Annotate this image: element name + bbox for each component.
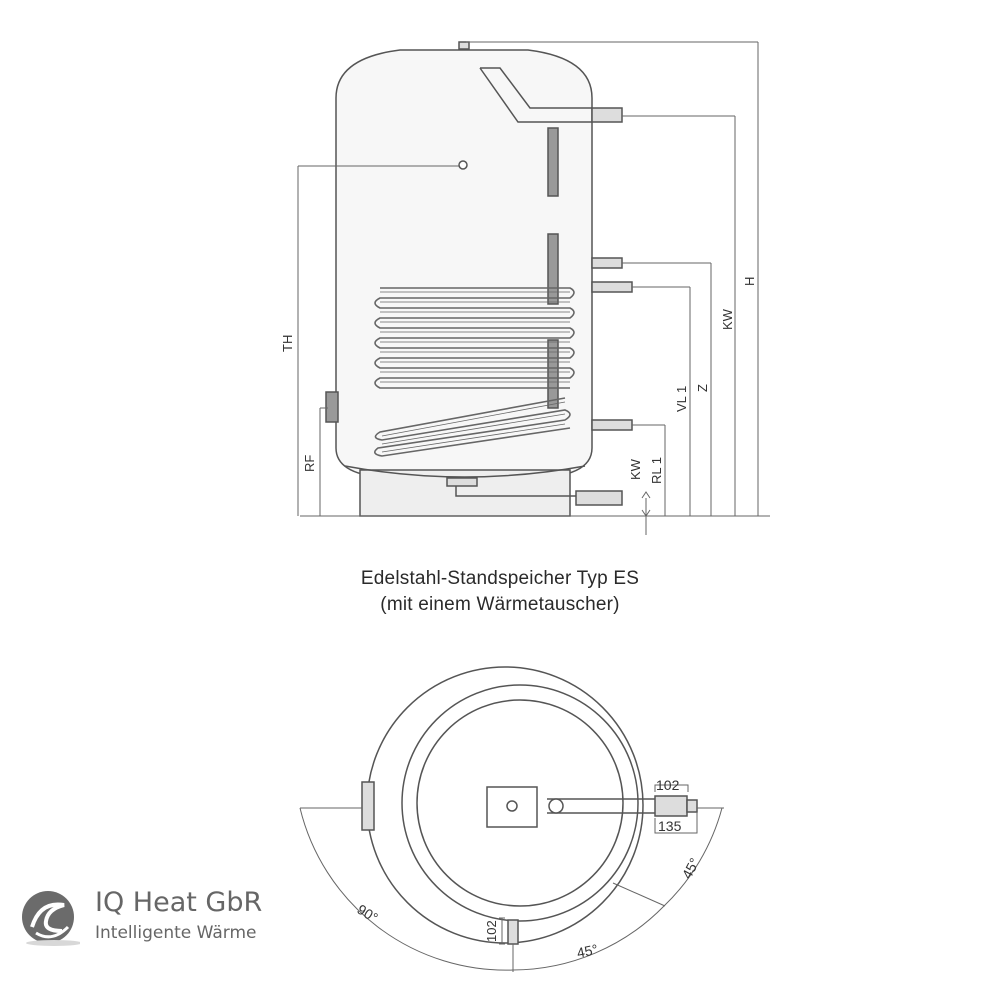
label-102-right: 102	[656, 777, 680, 793]
side-connection-end	[686, 799, 698, 813]
flow-connection	[591, 281, 633, 293]
arc-45-right	[663, 807, 723, 907]
label-KW-bottom: KW	[628, 458, 643, 480]
tank-circle	[416, 699, 624, 907]
tank-bottom-curve	[344, 465, 586, 478]
label-RF: RF	[302, 455, 317, 472]
side-view	[325, 41, 633, 517]
top-view-dimensions	[299, 784, 724, 972]
return-connection	[591, 419, 633, 431]
circulation-connection	[591, 257, 623, 269]
label-TH: TH	[280, 335, 295, 352]
drain-pipe	[455, 486, 620, 497]
top-nipple	[458, 41, 470, 50]
dimension-lines	[297, 41, 770, 535]
dimension-labels: TH RF KW RL 1 VL 1 Z KW H	[280, 277, 757, 484]
label-Z: Z	[695, 384, 710, 392]
side-connection	[654, 795, 688, 817]
hot-water-pipe-inner	[479, 67, 592, 123]
heat-exchanger-coil	[374, 287, 575, 457]
label-H: H	[742, 277, 757, 286]
sensor-well-1	[547, 127, 559, 197]
inner-circle	[401, 684, 639, 922]
label-RL1: RL 1	[649, 457, 664, 484]
flange-square	[486, 786, 538, 828]
label-KW-top: KW	[720, 308, 735, 330]
arc-90	[299, 807, 514, 971]
bottom-connection	[507, 919, 519, 945]
side-flange	[361, 781, 375, 831]
label-45deg-bottom: 45°	[575, 941, 599, 961]
sensor-well-3	[547, 339, 559, 409]
cold-water-connection	[575, 490, 623, 506]
flange-hole	[506, 800, 518, 812]
drawing-subtitle: (mit einem Wärmetauscher)	[380, 594, 620, 615]
company-logo: IQ Heat GbR Intelligente Wärme	[18, 885, 278, 955]
top-pipe	[547, 798, 655, 814]
swirl-logo-icon	[22, 891, 80, 946]
sensor-port	[458, 160, 468, 170]
ray-45	[612, 882, 666, 907]
label-VL1: VL 1	[674, 386, 689, 412]
label-135: 135	[658, 818, 682, 834]
sensor-well-2	[547, 233, 559, 305]
arc-45-bottom	[512, 905, 665, 971]
top-view	[361, 666, 698, 945]
flange	[325, 391, 339, 423]
label-102-bottom: 102	[484, 920, 499, 942]
hot-water-pipe	[480, 67, 592, 109]
label-45deg-right: 45°	[679, 855, 703, 881]
company-name: IQ Heat GbR	[95, 887, 263, 918]
pipe-end	[548, 798, 564, 814]
drawing-title: Edelstahl-Standspeicher Typ ES	[360, 568, 640, 589]
label-90deg: 90°	[354, 901, 380, 926]
company-tagline: Intelligente Wärme	[95, 923, 257, 943]
bottom-fitting	[446, 477, 478, 487]
hot-water-connection	[591, 107, 623, 123]
